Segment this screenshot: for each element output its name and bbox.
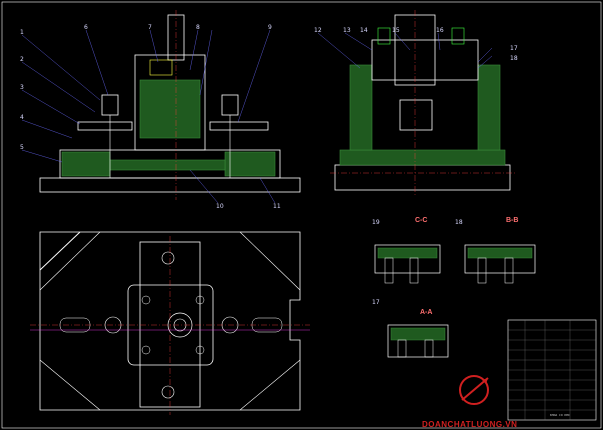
- section-num-c-c: 19: [372, 219, 380, 226]
- plan-view: [30, 231, 310, 415]
- balloon-13: 13: [343, 27, 351, 34]
- balloon-3: 3: [20, 84, 24, 91]
- section-label-c-c: C-C: [415, 217, 427, 224]
- section-num-b-b: 18: [455, 219, 463, 226]
- balloon-5: 5: [20, 144, 24, 151]
- section-b-b: B-B 18: [455, 217, 536, 284]
- balloon-6: 6: [84, 24, 88, 31]
- balloon-4: 4: [20, 114, 24, 121]
- balloon-18: 18: [510, 55, 518, 62]
- balloon-12: 12: [314, 27, 322, 34]
- balloon-9: 9: [268, 24, 272, 31]
- side-balloons: 12 13 14 15 16 17 18: [314, 27, 518, 62]
- balloon-11: 11: [273, 203, 281, 210]
- balloon-10: 10: [216, 203, 224, 210]
- title-block: KHOA CO KHI: [507, 319, 597, 421]
- balloon-7: 7: [148, 24, 152, 31]
- section-label-a-a: A-A: [420, 309, 432, 316]
- balloon-15: 15: [392, 27, 400, 34]
- balloon-1: 1: [20, 29, 24, 36]
- balloon-17: 17: [510, 45, 518, 52]
- balloon-16: 16: [436, 27, 444, 34]
- watermark-text: DOANCHATLUONG.VN: [422, 420, 517, 429]
- balloon-8: 8: [196, 24, 200, 31]
- front-balloons: 1 2 3 4 5 6 7 8 9 10 11: [20, 24, 281, 210]
- balloon-2: 2: [20, 56, 24, 63]
- watermark: DOANCHATLUONG.VN: [422, 375, 517, 429]
- side-view: 12 13 14 15 16 17 18: [314, 10, 518, 195]
- gear-icon: [459, 375, 489, 405]
- balloon-14: 14: [360, 27, 368, 34]
- title-block-note: KHOA CO KHI: [550, 413, 570, 417]
- front-view: 1 2 3 4 5 6 7 8 9 10 11: [20, 10, 301, 210]
- section-a-a: A-A 17: [372, 299, 449, 358]
- section-num-a-a: 17: [372, 299, 380, 306]
- section-c-c: C-C 19: [372, 217, 441, 284]
- section-label-b-b: B-B: [506, 217, 518, 224]
